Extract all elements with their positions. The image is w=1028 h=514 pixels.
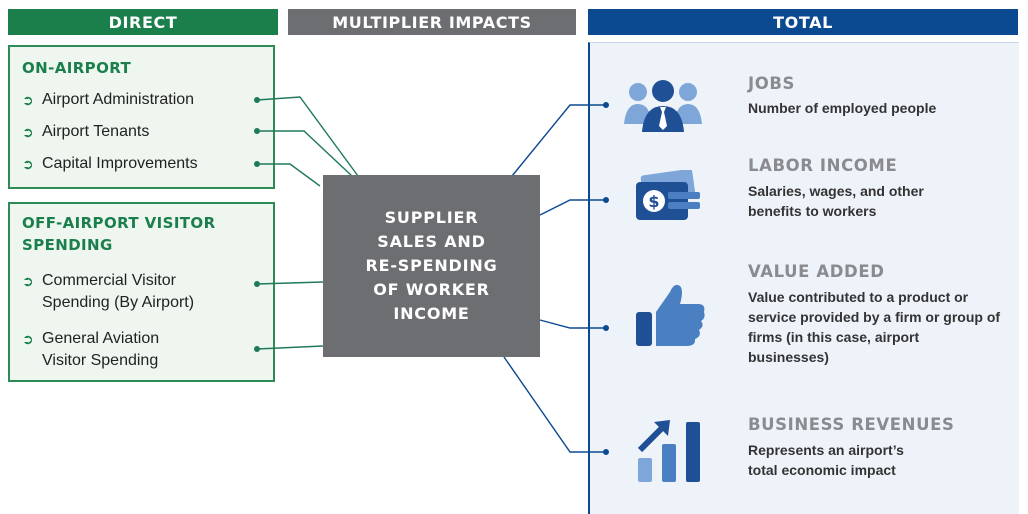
connector-line [511,104,606,177]
value-added-title: VALUE ADDED [748,262,885,281]
connector-line [257,163,321,187]
people-icon [624,80,702,132]
arrow-icon: ➲ [22,273,34,289]
connector-dot [603,102,609,108]
connector-dot [254,97,260,103]
list-item-label: Airport Tenants [42,123,150,140]
svg-text:$: $ [648,192,659,211]
value-added-description: Value contributed to a product or servic… [748,289,1001,365]
connector-line [256,281,324,285]
direct-header: DIRECT [8,9,278,35]
supplier-sales-box: SUPPLIER SALES AND RE-SPENDING OF WORKER… [323,175,540,357]
multiplier-impacts-header: MULTIPLIER IMPACTS [288,9,576,35]
connector-dot [603,197,609,203]
labor-income-title: LABOR INCOME [748,156,898,175]
connector-dot [254,346,260,352]
list-item: ➲ General Aviation Visitor Spending [22,328,207,372]
off-airport-box: OFF-AIRPORT VISITOR SPENDING ➲ Commercia… [8,202,275,382]
business-revenues-description: Represents an airport’s total economic i… [748,442,904,478]
growth-chart-icon [637,420,700,482]
list-item: ➲ Airport Administration [22,89,247,111]
connector-line [256,96,359,177]
list-item: ➲ Airport Tenants [22,121,247,143]
arrow-icon: ➲ [22,92,34,108]
connector-line [539,199,606,216]
connector-line [256,345,324,350]
total-header: TOTAL [588,9,1018,35]
thumbs-up-icon [636,284,705,346]
connector-dot [254,128,260,134]
on-airport-title: ON-AIRPORT [22,59,132,77]
list-item-label: Commercial Visitor Spending (By Airport) [42,272,195,311]
connector-dot [254,281,260,287]
on-airport-box: ON-AIRPORT ➲ Airport Administration ➲ Ai… [8,45,275,189]
off-airport-title: OFF-AIRPORT VISITOR SPENDING [22,214,216,254]
connector-dot [603,325,609,331]
connector-dot [254,161,260,167]
list-item-label: General Aviation Visitor Spending [42,330,160,369]
connector-line [257,130,353,177]
business-revenues-title: BUSINESS REVENUES [748,415,955,434]
connector-line [539,319,606,329]
labor-income-description: Salaries, wages, and other benefits to w… [748,183,924,219]
arrow-icon: ➲ [22,124,34,140]
list-item: ➲ Commercial Visitor Spending (By Airpor… [22,270,227,314]
list-item: ➲ Capital Improvements [22,153,247,175]
list-item-label: Capital Improvements [42,155,198,172]
list-item-label: Airport Administration [42,91,195,108]
jobs-description: Number of employed people [748,100,937,116]
connector-dot [603,449,609,455]
arrow-icon: ➲ [22,156,34,172]
arrow-icon: ➲ [22,331,34,347]
total-panel [588,42,1019,514]
jobs-title: JOBS [748,74,796,93]
money-icon: $ [636,170,700,220]
connector-line [503,356,606,453]
